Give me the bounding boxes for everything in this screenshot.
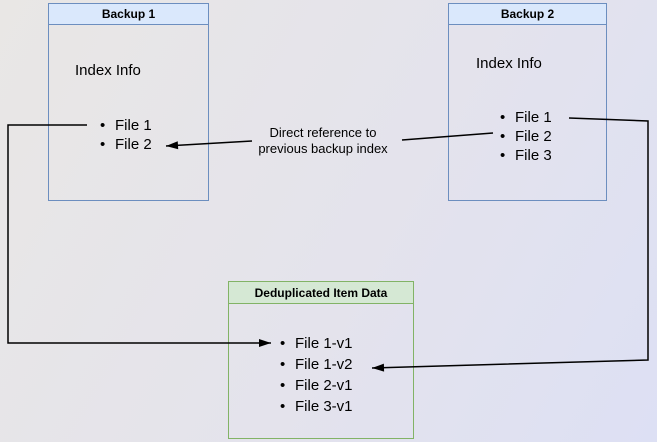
- backup1-file-list: File 1File 2: [99, 116, 152, 154]
- backup1-index-info-label: Index Info: [75, 62, 141, 79]
- backup1-title: Backup 1: [101, 7, 156, 21]
- direct-reference-annotation: Direct reference to previous backup inde…: [242, 125, 404, 157]
- list-item: File 1-v1: [279, 333, 353, 354]
- backup2-header: Backup 2: [449, 4, 606, 25]
- list-item: File 1: [499, 108, 552, 127]
- backup1-header: Backup 1: [49, 4, 208, 25]
- dedup-node[interactable]: Deduplicated Item Data File 1-v1File 1-v…: [228, 281, 414, 439]
- list-item: File 2-v1: [279, 375, 353, 396]
- dedup-file-list: File 1-v1File 1-v2File 2-v1File 3-v1: [279, 333, 353, 417]
- list-item: File 3-v1: [279, 396, 353, 417]
- dedup-title: Deduplicated Item Data: [254, 285, 388, 300]
- annotation-line1: Direct reference to: [269, 125, 377, 140]
- list-item: File 2: [499, 127, 552, 146]
- dedup-header: Deduplicated Item Data: [229, 282, 413, 304]
- backup2-title: Backup 2: [500, 7, 555, 21]
- list-item: File 1-v2: [279, 354, 353, 375]
- backup2-file-list: File 1File 2File 3: [499, 108, 552, 165]
- list-item: File 2: [99, 135, 152, 154]
- list-item: File 1: [99, 116, 152, 135]
- annotation-line2: previous backup index: [258, 141, 388, 156]
- backup1-node[interactable]: Backup 1 Index Info File 1File 2: [48, 3, 209, 201]
- backup2-index-info-label: Index Info: [476, 55, 542, 72]
- list-item: File 3: [499, 146, 552, 165]
- backup2-node[interactable]: Backup 2 Index Info File 1File 2File 3: [448, 3, 607, 201]
